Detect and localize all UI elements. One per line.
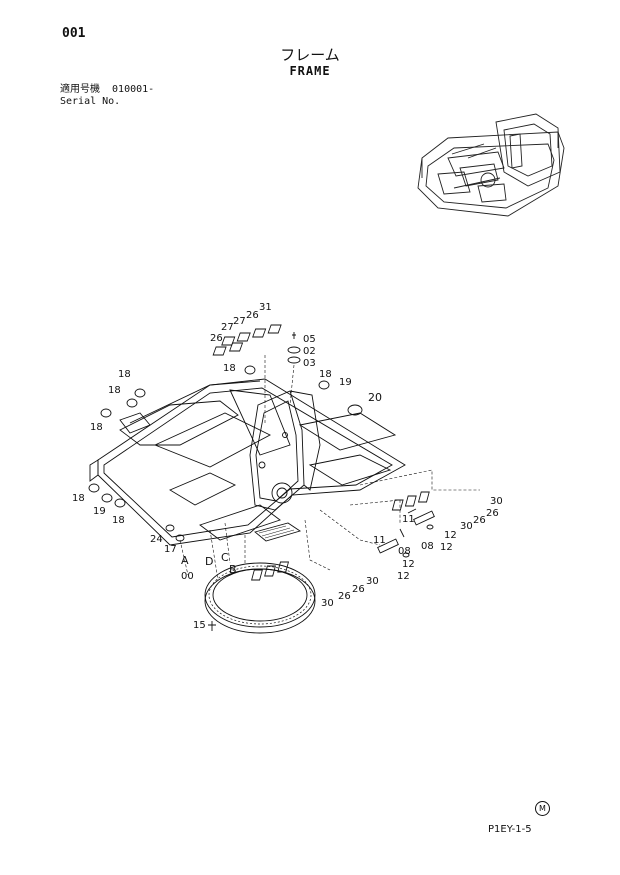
- callout-17: 17: [164, 544, 177, 555]
- callout-02: 02: [303, 346, 316, 357]
- callout-18: 18: [112, 515, 125, 526]
- callout-26: 26: [473, 515, 486, 526]
- boom-mount: [249, 390, 321, 511]
- callout-11: 11: [373, 535, 386, 546]
- page-code: P1EY-1-5: [488, 824, 532, 835]
- callout-18: 18: [223, 363, 236, 374]
- swing-bearing: [204, 562, 316, 634]
- step-plate: [254, 522, 302, 542]
- callout-30: 30: [366, 576, 379, 587]
- callout-18: 18: [108, 385, 121, 396]
- callout-12: 12: [402, 559, 415, 570]
- callout-12: 12: [444, 530, 457, 541]
- callout-05: 05: [303, 334, 316, 345]
- leader-lines: [179, 355, 480, 581]
- callout-26: 26: [246, 310, 259, 321]
- serial-label-jp: 適用号機: [60, 84, 100, 95]
- callout-C: C: [221, 551, 229, 564]
- callout-31: 31: [259, 302, 272, 313]
- callout-30: 30: [460, 521, 473, 532]
- callout-12: 12: [440, 542, 453, 553]
- page-title-jp: フレーム: [280, 46, 340, 64]
- callout-27: 27: [233, 316, 246, 327]
- callout-08: 08: [421, 541, 434, 552]
- frame-exploded-diagram: [88, 324, 480, 634]
- machine-overview-illustration: [417, 113, 565, 217]
- callout-B: B: [229, 563, 237, 576]
- serial-value: 010001-: [112, 84, 155, 95]
- serial-block: 適用号機 010001- Serial No.: [60, 84, 154, 108]
- serial-label-en: Serial No.: [60, 96, 121, 107]
- shims-top: [212, 324, 282, 356]
- pin-parts: [287, 332, 301, 364]
- callout-03: 03: [303, 358, 316, 369]
- seal-rings: [88, 365, 363, 542]
- callout-26: 26: [352, 584, 365, 595]
- callout-18: 18: [90, 422, 103, 433]
- bolt-15: [208, 621, 216, 631]
- callout-19: 19: [93, 506, 106, 517]
- machine-mark-icon: M: [535, 801, 550, 816]
- callout-A: A: [181, 554, 189, 567]
- right-pins: [251, 491, 435, 581]
- callout-15: 15: [193, 620, 206, 631]
- callout-26: 26: [210, 333, 223, 344]
- callout-08: 08: [398, 546, 411, 557]
- callout-18: 18: [72, 493, 85, 504]
- callout-18: 18: [319, 369, 332, 380]
- callout-00: 00: [181, 571, 194, 582]
- callout-26: 26: [486, 508, 499, 519]
- main-frame: [97, 378, 406, 546]
- page-number: 001: [62, 26, 86, 41]
- callout-26: 26: [338, 591, 351, 602]
- callout-30: 30: [321, 598, 334, 609]
- callout-30: 30: [490, 496, 503, 507]
- callout-20: 20: [368, 391, 382, 404]
- callout-18: 18: [118, 369, 131, 380]
- callout-D: D: [205, 555, 214, 568]
- callout-12: 12: [397, 571, 410, 582]
- callout-19: 19: [339, 377, 352, 388]
- callout-27: 27: [221, 322, 234, 333]
- callout-24: 24: [150, 534, 163, 545]
- callout-11: 11: [402, 514, 415, 525]
- page-title-en: FRAME: [289, 64, 331, 78]
